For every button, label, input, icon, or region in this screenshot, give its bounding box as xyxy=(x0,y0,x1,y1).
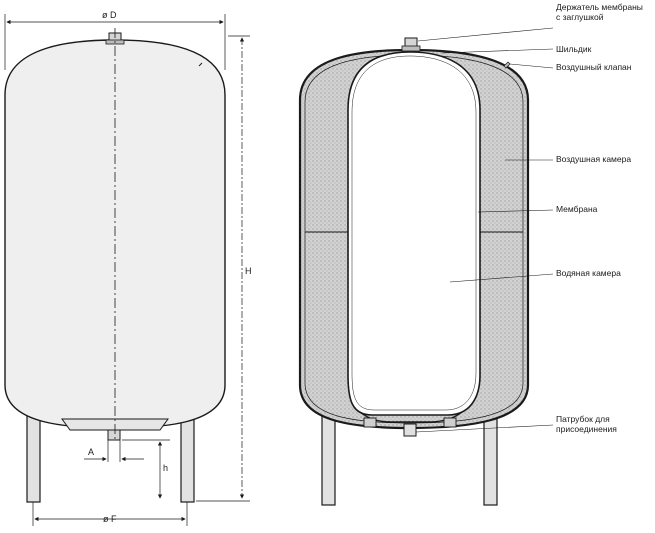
dim-d xyxy=(4,14,226,70)
membrane xyxy=(347,51,481,416)
dim-d-label: ø D xyxy=(102,10,117,20)
dim-a-label: A xyxy=(88,447,95,457)
connection-pipe xyxy=(403,423,417,437)
leader-lines xyxy=(415,27,554,433)
callout-nameplate: Шильдик xyxy=(556,44,592,54)
dim-f xyxy=(32,502,188,526)
dim-f-label: ø F xyxy=(103,514,117,524)
callout-connection-2: присоединения xyxy=(556,424,617,434)
callout-membrane: Мембрана xyxy=(556,204,598,214)
callout-connection-1: Патрубок для xyxy=(556,414,610,424)
dim-h-small-label: h xyxy=(163,463,169,473)
left-tank xyxy=(4,28,226,503)
callout-air-valve: Воздушный клапан xyxy=(556,62,632,72)
callout-membrane-holder-1: Держатель мембраны xyxy=(556,2,643,12)
dim-h xyxy=(196,35,250,502)
right-tank xyxy=(298,37,530,506)
callout-air-chamber: Воздушная камера xyxy=(556,154,632,164)
callout-water-chamber: Водяная камера xyxy=(556,268,621,278)
air-valve xyxy=(503,61,511,69)
dim-a xyxy=(84,440,144,462)
callout-membrane-holder-2: с заглушкой xyxy=(556,12,604,22)
dim-h-small xyxy=(122,439,170,499)
bottom-connection xyxy=(107,429,121,441)
dim-h-label: H xyxy=(245,266,252,276)
